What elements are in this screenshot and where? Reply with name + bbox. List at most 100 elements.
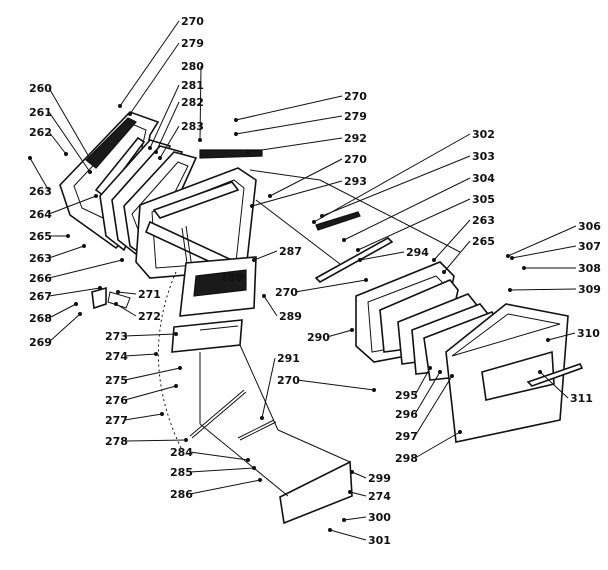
callout-point: [506, 254, 510, 258]
callout-point: [90, 160, 94, 164]
callout-leader-line: [29, 157, 50, 192]
callout-point: [350, 328, 354, 332]
callout-point: [442, 270, 446, 274]
part-number-label: 273: [105, 330, 128, 343]
part-number-label: 265: [472, 235, 495, 248]
callout-leader-line: [124, 367, 181, 381]
callout-leader-line: [124, 413, 163, 421]
callout-leader-line: [343, 516, 367, 521]
callout-leader-line: [48, 87, 93, 163]
callout-leader-line: [235, 95, 343, 121]
callout-leader-line: [269, 158, 343, 197]
part-number-label: 284: [170, 446, 193, 459]
callout-leader-line: [124, 439, 187, 442]
part-number-label: 304: [472, 172, 495, 185]
callout-point: [312, 220, 316, 224]
callout-leader-line: [296, 379, 375, 391]
callout-point: [94, 194, 98, 198]
callout-point: [546, 338, 550, 342]
callout-point: [328, 528, 332, 532]
part-number-label: 278: [105, 435, 128, 448]
part-number-label: 260: [29, 82, 52, 95]
callout-leader-line: [119, 20, 180, 107]
callout-point: [432, 258, 436, 262]
callout-point: [98, 286, 102, 290]
part-number-label: 270: [277, 374, 300, 387]
callout-leader-line: [124, 353, 157, 357]
callout-point: [250, 204, 254, 208]
part-number-label: 291: [277, 352, 300, 365]
callout-point: [160, 412, 164, 416]
callout-point: [242, 274, 246, 278]
callout-point: [348, 490, 352, 494]
part-number-label: 289: [279, 310, 302, 323]
callout-leader-line: [511, 245, 577, 259]
callout-point: [522, 266, 526, 270]
part-number-label: 300: [368, 511, 391, 524]
callout-leader-line: [189, 451, 249, 461]
part-number-label: 270: [344, 90, 367, 103]
part-number-label: 296: [395, 408, 418, 421]
callout-point: [88, 170, 92, 174]
callout-leader-line: [357, 198, 471, 251]
callout-point: [372, 388, 376, 392]
callout-point: [342, 518, 346, 522]
part-number-label: 293: [344, 175, 367, 188]
callout-leader-line: [263, 295, 278, 317]
outer-door-glass-panel: [445, 303, 584, 443]
door-vent-panel: [179, 256, 257, 317]
callout-point: [246, 150, 250, 154]
part-number-label: 274: [368, 490, 391, 503]
callout-point: [320, 214, 324, 218]
lower-support-rods: [189, 389, 277, 441]
lower-door-bracket: [91, 286, 131, 310]
part-number-label: 279: [181, 37, 204, 50]
callout-leader-line: [433, 219, 471, 261]
callout-leader-line: [351, 471, 367, 479]
callout-point: [252, 258, 256, 262]
callout-point: [158, 156, 162, 160]
part-number-label: 270: [344, 153, 367, 166]
door-hinge-rod: [314, 211, 394, 283]
callout-point: [364, 278, 368, 282]
door-swing-arc: [157, 271, 183, 451]
part-number-label: 307: [578, 240, 601, 253]
callout-point: [174, 384, 178, 388]
part-number-label: 281: [181, 79, 204, 92]
callout-leader-line: [414, 375, 453, 437]
callout-leader-line: [321, 155, 471, 217]
callout-point: [28, 156, 32, 160]
callout-point: [148, 146, 152, 150]
callout-leader-line: [359, 251, 405, 261]
part-number-label: 277: [105, 414, 128, 427]
callout-point: [234, 132, 238, 136]
callout-leader-line: [124, 385, 177, 401]
part-number-label: 299: [368, 472, 391, 485]
part-number-label: 271: [138, 288, 161, 301]
callout-leader-line: [189, 467, 255, 473]
callout-leader-line: [547, 332, 576, 341]
callout-labels: 2702792802812822832602612622632642652632…: [28, 15, 601, 547]
callout-point: [174, 332, 178, 336]
callout-leader-line: [507, 225, 577, 257]
callout-point: [252, 466, 256, 470]
callout-point: [428, 366, 432, 370]
callout-point: [342, 238, 346, 242]
callout-point: [120, 258, 124, 262]
callout-point: [258, 478, 262, 482]
callout-point: [78, 312, 82, 316]
callout-leader-line: [48, 313, 81, 343]
callout-leader-line: [414, 431, 461, 459]
part-number-label: 264: [29, 208, 52, 221]
assembly-alignment-lines: [199, 169, 461, 497]
lower-door-kick-panel: [279, 460, 353, 525]
part-number-label: 270: [275, 286, 298, 299]
part-number-label: 263: [472, 214, 495, 227]
callout-point: [82, 244, 86, 248]
callout-leader-line: [261, 357, 276, 419]
callout-leader-line: [414, 367, 431, 396]
callout-point: [184, 438, 188, 442]
callout-leader-line: [48, 245, 85, 259]
part-number-label: 302: [472, 128, 495, 141]
callout-point: [64, 152, 68, 156]
